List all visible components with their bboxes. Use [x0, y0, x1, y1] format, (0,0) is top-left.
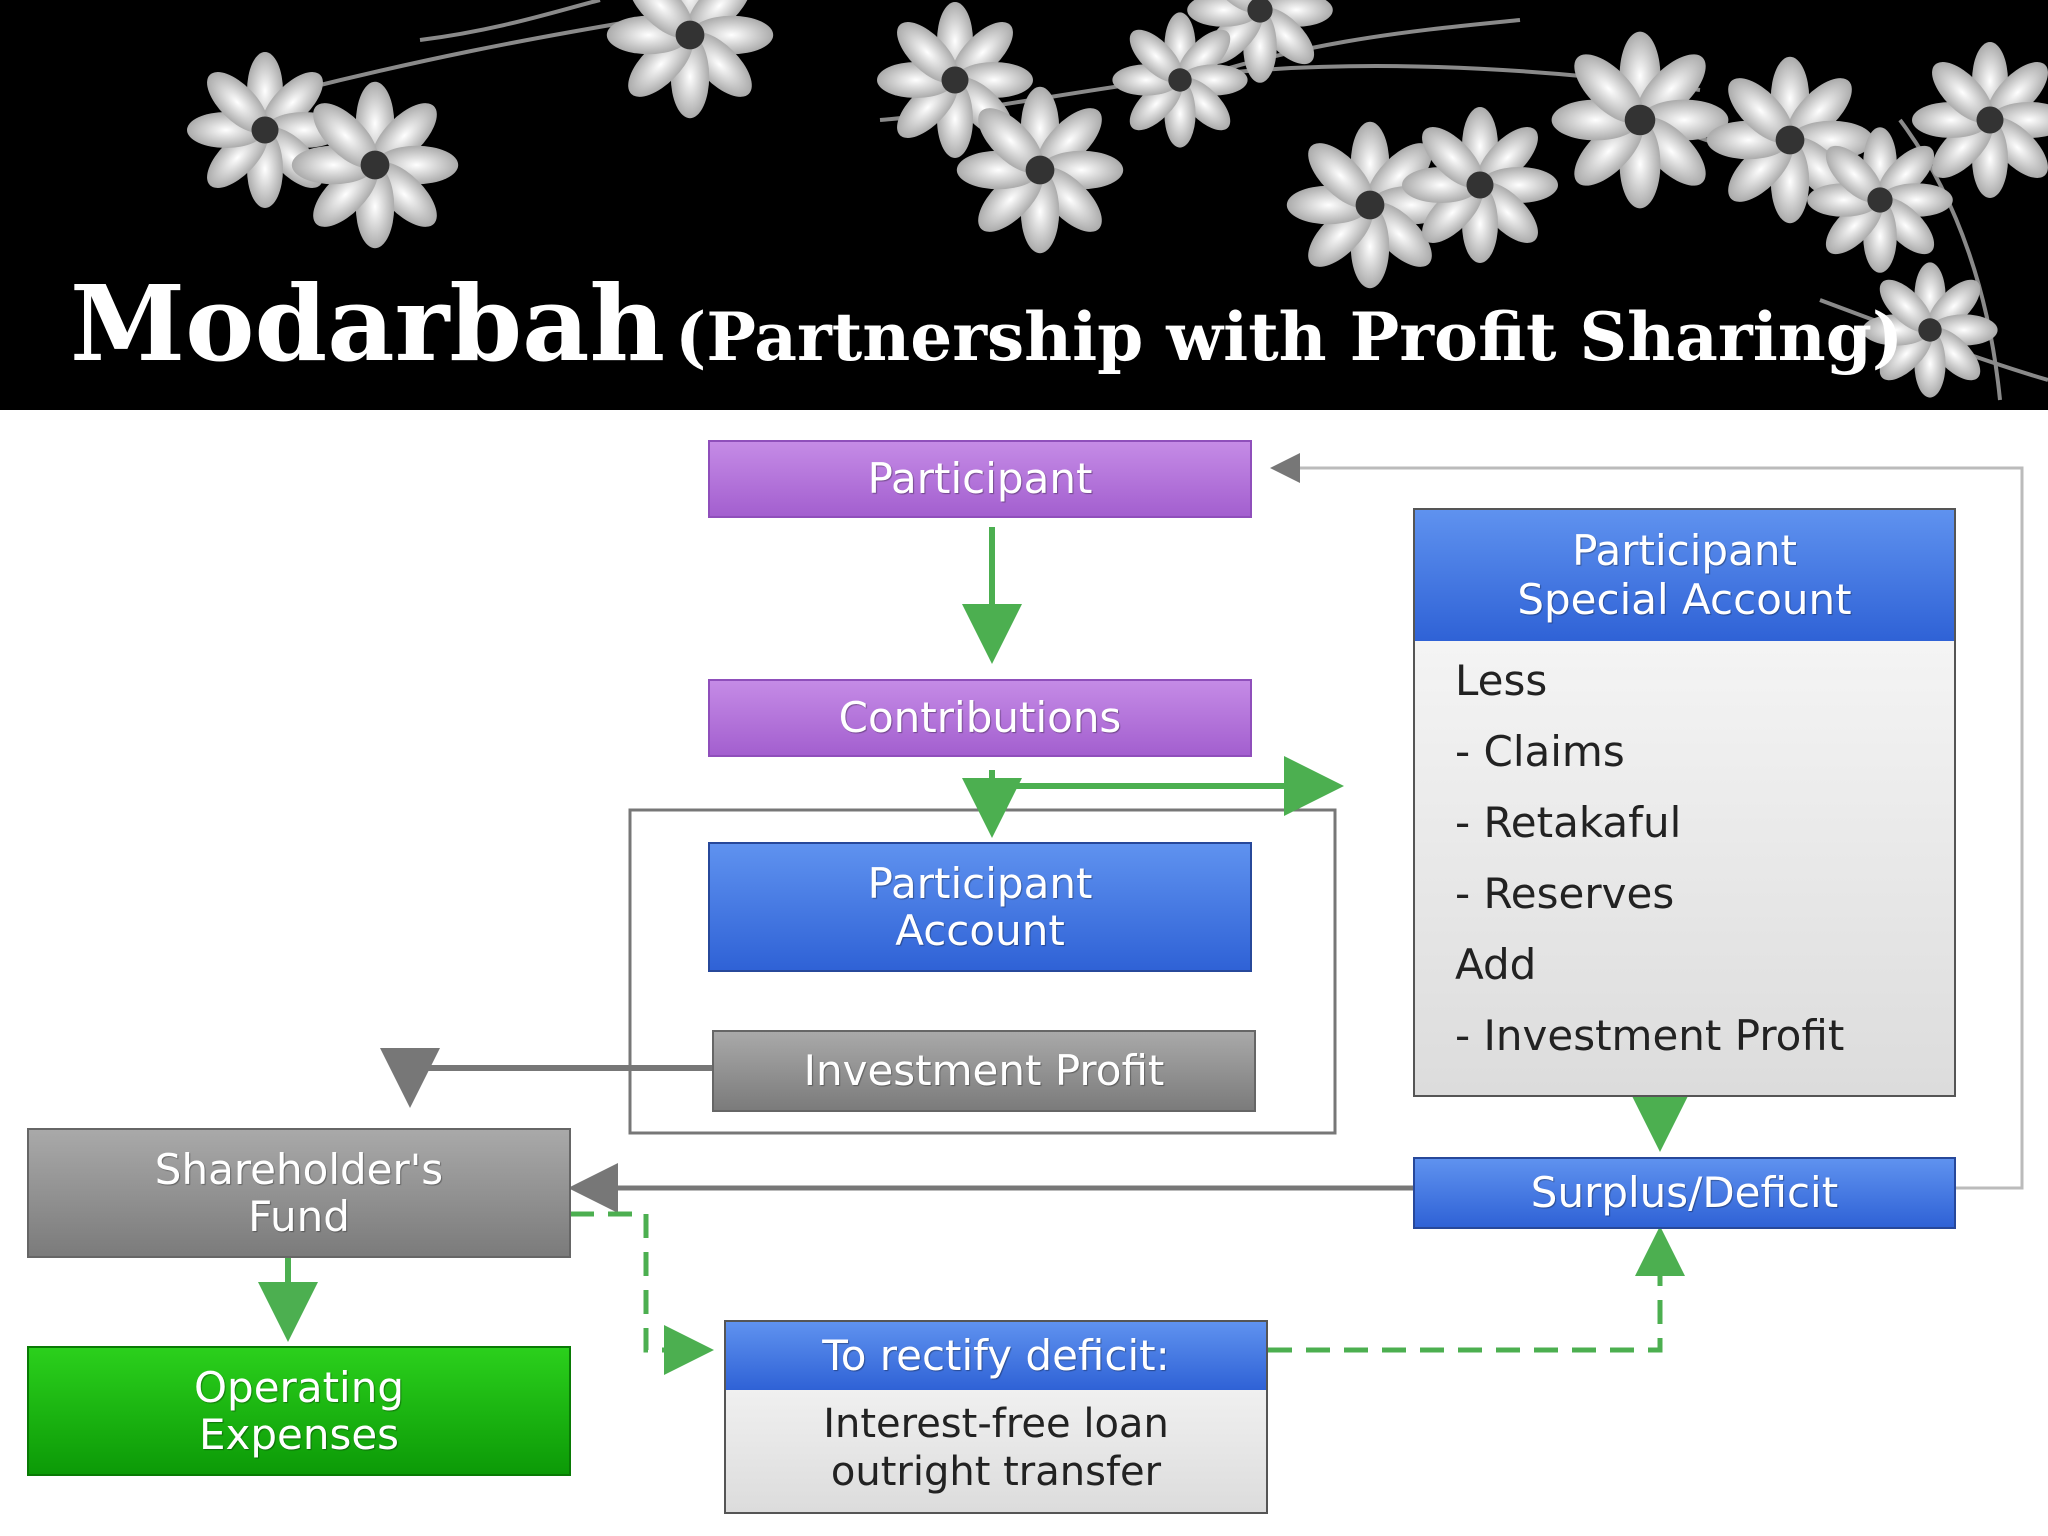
- floral-decoration: [187, 0, 2048, 401]
- arrow-shareholders-rectify: [570, 1211, 714, 1375]
- arrow-surplus-participant: [1270, 453, 2024, 1190]
- participant-account-label-line1: Participant: [867, 858, 1093, 908]
- special-account-line-retakaful: - Retakaful: [1455, 798, 1682, 847]
- operating-expenses-box: Operating Expenses: [27, 1346, 571, 1476]
- arrow-rectify-surplus: [1268, 1226, 1685, 1353]
- participant-label: Participant: [867, 454, 1093, 504]
- shareholders-fund-box: Shareholder's Fund: [27, 1128, 571, 1258]
- title-main: Modarbah: [70, 262, 666, 385]
- participant-account-label-line2: Account: [895, 906, 1065, 955]
- surplus-deficit-label: Surplus/Deficit: [1530, 1168, 1839, 1218]
- special-account-title-line2: Special Account: [1517, 574, 1852, 624]
- special-account-line-add: Add: [1455, 940, 1537, 989]
- operating-expenses-label-line1: Operating: [194, 1362, 404, 1412]
- surplus-deficit-box: Surplus/Deficit: [1413, 1157, 1956, 1229]
- special-account-panel: Participant Special Account Less - Claim…: [1413, 508, 1956, 1097]
- shareholders-fund-label-line1: Shareholder's: [154, 1144, 444, 1194]
- arrow-profit-shareholders: [380, 1048, 712, 1108]
- investment-profit-box: Investment Profit: [712, 1030, 1256, 1112]
- rectify-deficit-body: Interest-free loan outright transfer: [726, 1400, 1266, 1496]
- rectify-deficit-title: To rectify deficit:: [822, 1330, 1170, 1380]
- rectify-deficit-header: To rectify deficit:: [726, 1322, 1266, 1390]
- special-account-line-claims: - Claims: [1455, 727, 1625, 776]
- title-subtitle: (Partnership with Profit Sharing): [675, 298, 1904, 376]
- operating-expenses-label-line2: Expenses: [198, 1410, 400, 1459]
- special-account-line-reserves: - Reserves: [1455, 869, 1675, 918]
- page-title: Modarbah(Partnership with Profit Sharing…: [70, 262, 1903, 385]
- participant-box: Participant: [708, 440, 1252, 518]
- contributions-label: Contributions: [838, 693, 1122, 743]
- shareholders-fund-label-line2: Fund: [248, 1192, 350, 1241]
- rectify-line-loan: Interest-free loan: [823, 1401, 1169, 1447]
- rectify-line-transfer: outright transfer: [830, 1449, 1162, 1495]
- participant-account-box: Participant Account: [708, 842, 1252, 972]
- special-account-line-less: Less: [1455, 656, 1548, 705]
- special-account-header: Participant Special Account: [1415, 510, 1954, 641]
- special-account-title-line1: Participant: [1572, 526, 1797, 576]
- contributions-box: Contributions: [708, 679, 1252, 757]
- header-banner: Modarbah(Partnership with Profit Sharing…: [0, 0, 2048, 410]
- rectify-deficit-panel: To rectify deficit: Interest-free loan o…: [724, 1320, 1268, 1514]
- investment-profit-label: Investment Profit: [803, 1046, 1165, 1096]
- special-account-line-investment-profit: - Investment Profit: [1455, 1011, 1845, 1060]
